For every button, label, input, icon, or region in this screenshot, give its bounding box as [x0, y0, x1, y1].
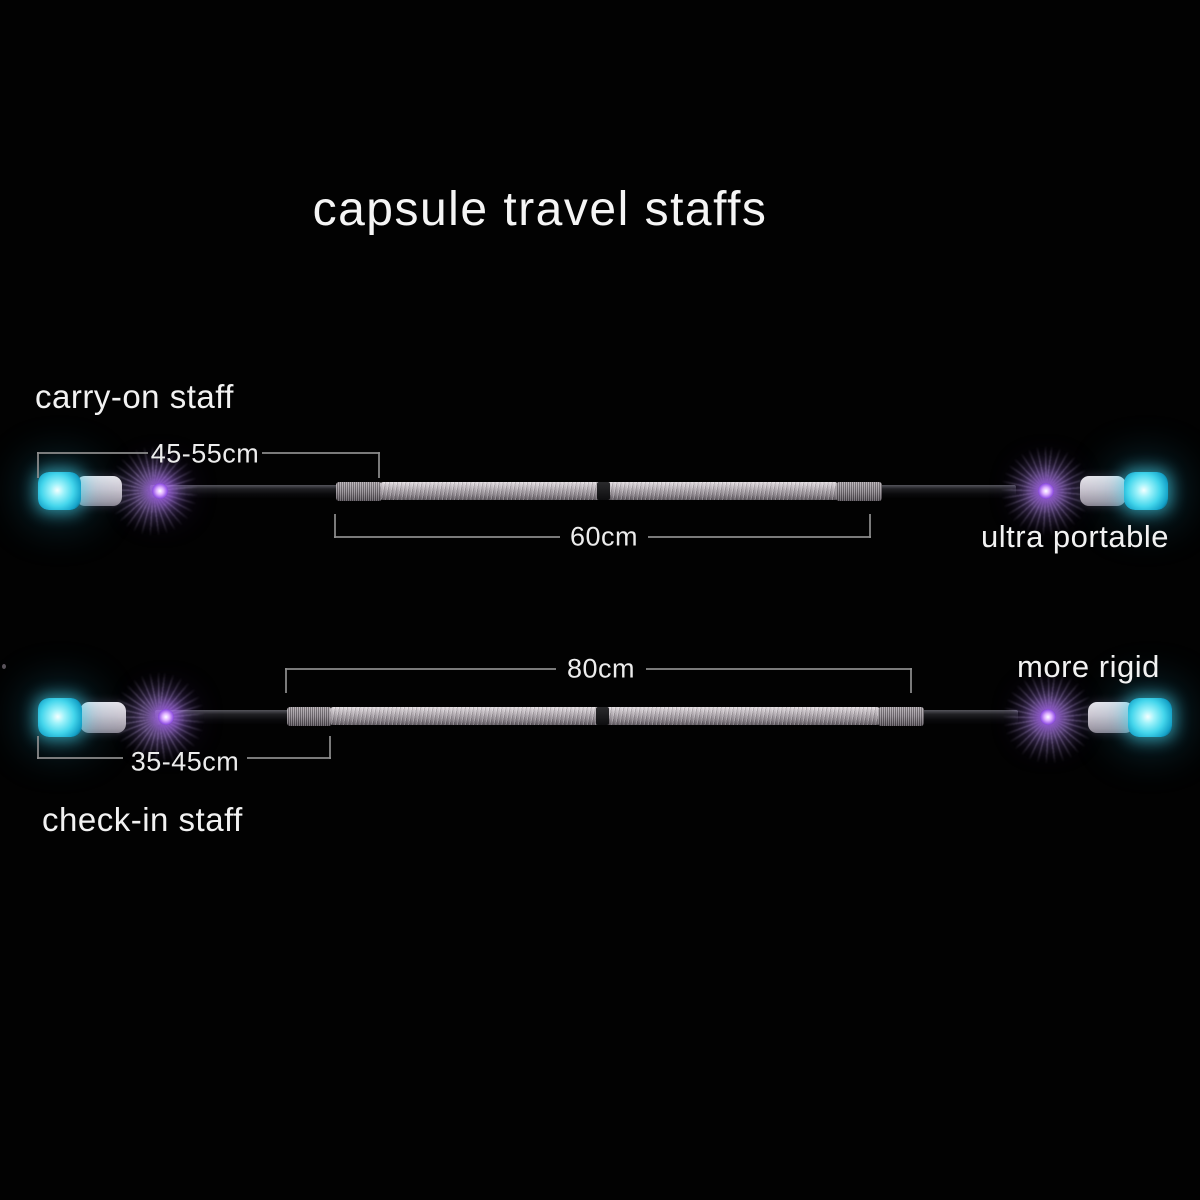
- carry-on-left-glow-tip: [38, 472, 81, 510]
- dim-line-segment: [334, 536, 560, 538]
- dim-line-segment: [37, 757, 123, 759]
- dim-line-segment: [247, 757, 331, 759]
- dim-line-segment: [285, 668, 556, 670]
- dim-tick: [869, 514, 871, 538]
- handle-length-label: 35-45cm: [130, 746, 240, 777]
- check-in-right-collar: [878, 707, 924, 726]
- dim-tick: [285, 668, 287, 693]
- carry-on-left-capsule-grip: [76, 476, 122, 506]
- check-in-left-collar: [287, 707, 332, 726]
- dim-line-segment: [646, 668, 912, 670]
- carry-on-left-collar: [336, 482, 382, 501]
- carry-on-left-led-glow: [152, 483, 168, 499]
- dim-line-segment: [262, 452, 380, 454]
- check-in-right-glow-tip: [1128, 698, 1172, 737]
- carry-on-right-shaft: [878, 485, 1016, 498]
- check-in-left-glow-tip: [38, 698, 82, 737]
- check-in-right-shaft: [920, 710, 1018, 724]
- page-title: capsule travel staffs: [312, 183, 768, 236]
- dim-line-segment: [37, 452, 148, 454]
- check-in-staff-label: check-in staff: [42, 801, 243, 838]
- dim-tick: [910, 668, 912, 693]
- check-in-left-capsule-grip: [80, 702, 126, 733]
- check-in-tube-joint-band: [596, 707, 609, 725]
- carry-on-right-capsule-grip: [1080, 476, 1126, 506]
- handle-length-label: 45-55cm: [150, 438, 260, 469]
- check-in-left-led-glow: [158, 709, 174, 725]
- dim-tick: [37, 736, 39, 759]
- carry-on-staff-label: carry-on staff: [35, 378, 234, 415]
- carry-on-right-glow-tip: [1124, 472, 1168, 510]
- stray-light-speck: [2, 664, 6, 669]
- carry-on-right-collar: [836, 482, 882, 501]
- tube-length-label: 60cm: [569, 521, 639, 552]
- dim-tick: [334, 514, 336, 538]
- check-in-right-capsule-grip: [1088, 702, 1134, 733]
- check-in-trait-label: more rigid: [1017, 649, 1160, 684]
- carry-on-right-led-glow: [1038, 483, 1054, 499]
- dim-tick: [37, 452, 39, 478]
- tube-length-label: 80cm: [566, 653, 636, 684]
- dim-line-segment: [648, 536, 871, 538]
- dim-tick: [378, 452, 380, 478]
- carry-on-tube-joint-band: [597, 482, 610, 500]
- carry-on-trait-label: ultra portable: [981, 519, 1169, 554]
- check-in-right-led-glow: [1040, 709, 1056, 725]
- dim-tick: [329, 736, 331, 759]
